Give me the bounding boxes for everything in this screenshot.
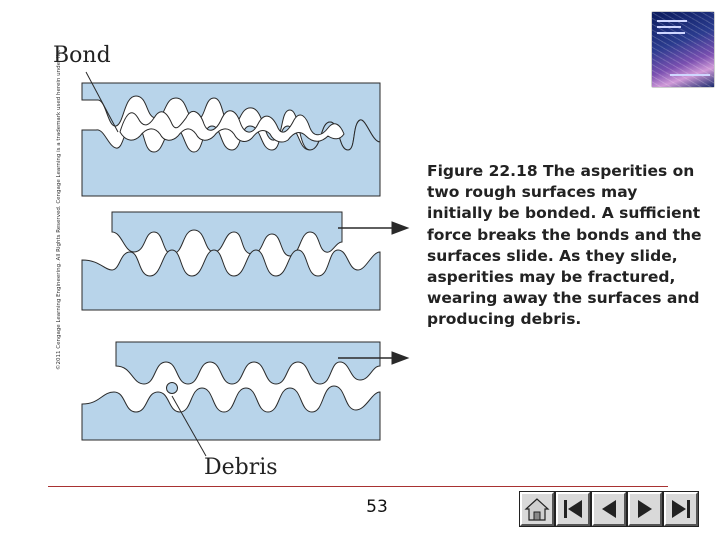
lower-surface-2 xyxy=(82,250,380,310)
next-slide-icon xyxy=(630,494,660,524)
upper-surface-3 xyxy=(116,342,380,384)
previous-slide-button[interactable] xyxy=(592,492,626,526)
previous-slide-icon xyxy=(594,494,624,524)
debris-label: Debris xyxy=(204,455,278,480)
book-cover-image xyxy=(652,12,714,87)
home-button[interactable] xyxy=(520,492,554,526)
panel-bonded xyxy=(82,83,380,196)
figure-caption: Figure 22.18 The asperities on two rough… xyxy=(427,161,707,331)
force-arrow-1 xyxy=(392,222,408,234)
last-slide-icon xyxy=(666,494,696,524)
home-icon xyxy=(522,494,552,524)
upper-surface-2 xyxy=(112,212,342,256)
first-slide-button[interactable] xyxy=(556,492,590,526)
first-slide-icon xyxy=(558,494,588,524)
lower-surface-3 xyxy=(82,386,380,440)
page-number: 53 xyxy=(352,497,402,517)
next-slide-button[interactable] xyxy=(628,492,662,526)
force-arrow-2 xyxy=(392,352,408,364)
panel-debris xyxy=(82,342,380,440)
panel-sliding xyxy=(82,212,380,310)
bond-label: Bond xyxy=(53,43,111,68)
last-slide-button[interactable] xyxy=(664,492,698,526)
debris-particle xyxy=(167,383,178,394)
footer-divider xyxy=(48,486,668,487)
